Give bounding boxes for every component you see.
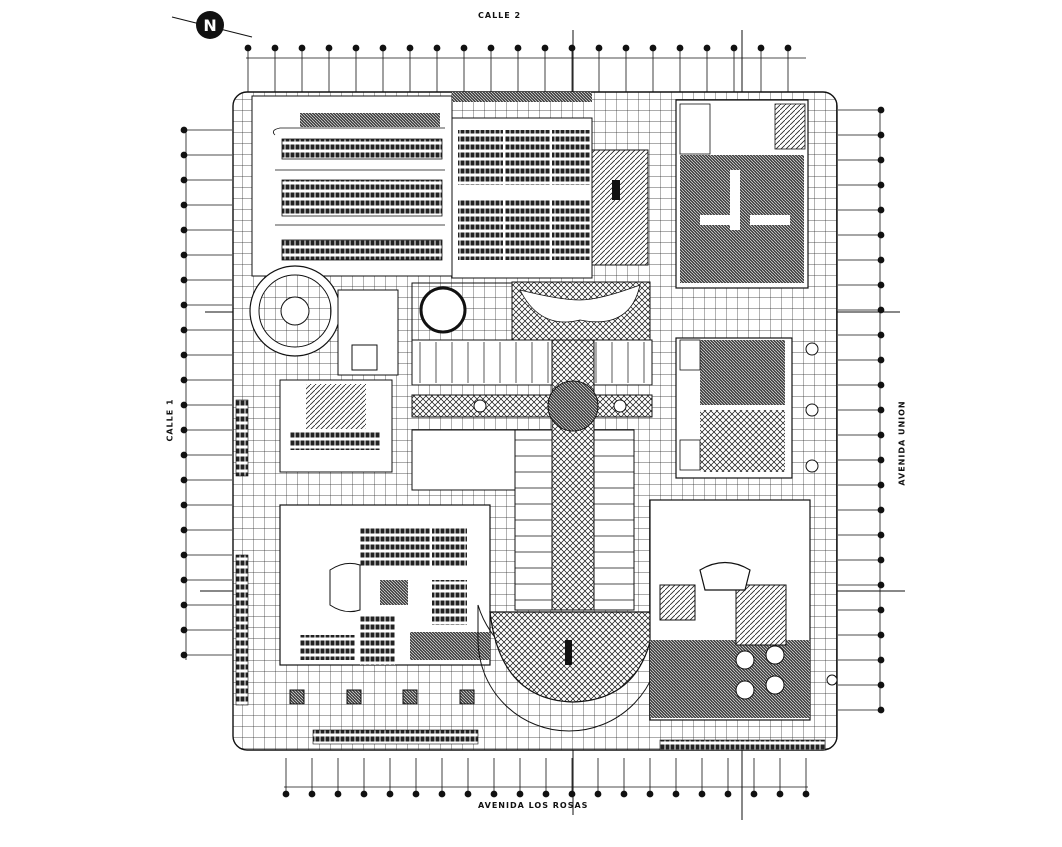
svg-text:N: N xyxy=(203,16,216,35)
promenade xyxy=(411,339,653,611)
building-right-middle xyxy=(675,337,793,479)
street-label-bottom: AVENIDA LOS ROSAS xyxy=(478,801,589,810)
building-left-bottom xyxy=(279,504,491,666)
shops-middle xyxy=(411,429,635,611)
street-label-right: AVENIDA UNION xyxy=(897,400,907,486)
shops-upper xyxy=(411,339,653,386)
hatched-room-top xyxy=(591,149,649,266)
trees xyxy=(805,342,838,686)
dimension-line-right xyxy=(838,106,885,714)
food-court xyxy=(279,289,399,473)
kiosks-bottom xyxy=(289,689,826,751)
street-label-top: CALLE 2 xyxy=(478,11,522,20)
building-right-bottom xyxy=(649,499,811,721)
dimension-line-bottom xyxy=(282,758,810,798)
building-top-right xyxy=(675,99,809,289)
parking-lot xyxy=(251,95,453,277)
street-label-left: CALLE 1 xyxy=(165,398,175,442)
dimension-line-left xyxy=(180,126,232,660)
courtyard-garden xyxy=(411,281,651,342)
roundabout xyxy=(249,265,341,357)
dimension-line-top xyxy=(244,44,806,92)
parking-strip-left xyxy=(235,399,249,706)
north-arrow-icon: N xyxy=(171,11,253,39)
theater-block xyxy=(451,92,593,279)
